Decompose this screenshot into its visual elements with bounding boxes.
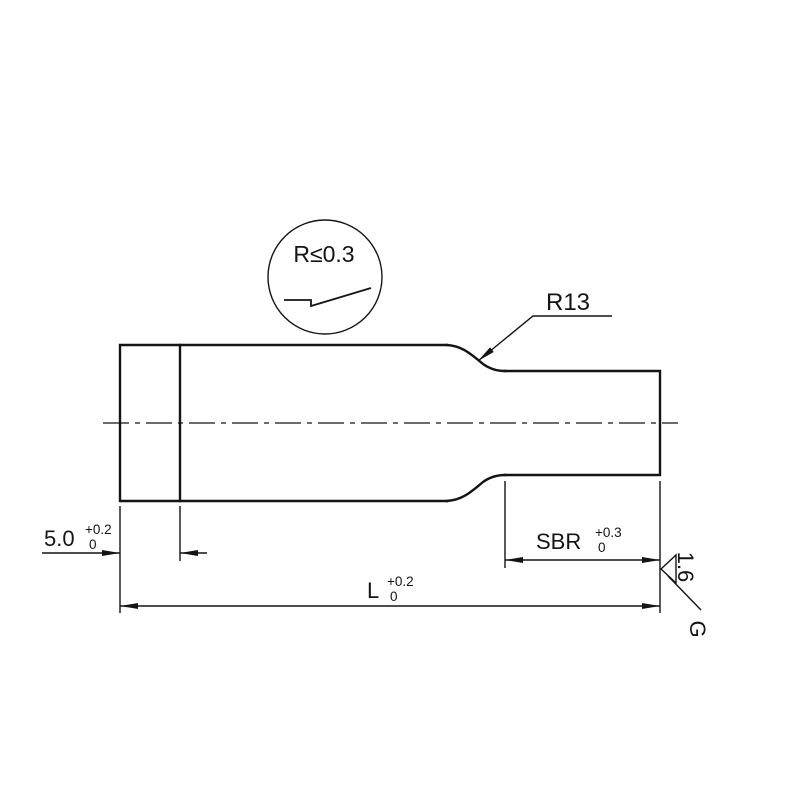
fillet-transition-bottom [445,473,507,503]
dim-l-tol-upper: +0.2 [387,574,414,589]
surface-process-letter: G [685,620,710,637]
dimension-sbr: SBR +0.3 0 [505,525,660,563]
dim-sbr-tol-lower: 0 [598,540,606,555]
extension-lines [119,481,661,613]
dim-5-tol-lower: 0 [89,537,97,552]
dim-l-value: L [367,578,379,603]
detail-note-text: R≤0.3 [293,241,354,267]
body-small-diameter [503,369,662,477]
dim-sbr-tol-upper: +0.3 [595,525,622,540]
fillet-transition-top [445,343,507,373]
fillet-leader-line [477,315,612,362]
detail-circle [267,219,383,335]
part-outline [103,343,678,503]
fillet-radius-text: R13 [546,289,590,316]
surface-roughness-value: 1.6 [673,552,698,583]
dim-5-tol-upper: +0.2 [85,522,112,537]
dim-5-value: 5.0 [44,526,75,551]
detail-profile-line [284,287,372,308]
fillet-radius-callout: R13 [477,289,612,362]
dimension-length: L +0.2 0 [120,574,660,609]
dim-sbr-value: SBR [536,529,581,554]
surface-finish-mark: 1.6 G [659,552,710,638]
surface-finish-leg [667,575,702,611]
dim-l-tol-lower: 0 [390,589,398,604]
dimension-5: 5.0 +0.2 0 [42,522,207,556]
detail-view: R≤0.3 [267,219,383,335]
